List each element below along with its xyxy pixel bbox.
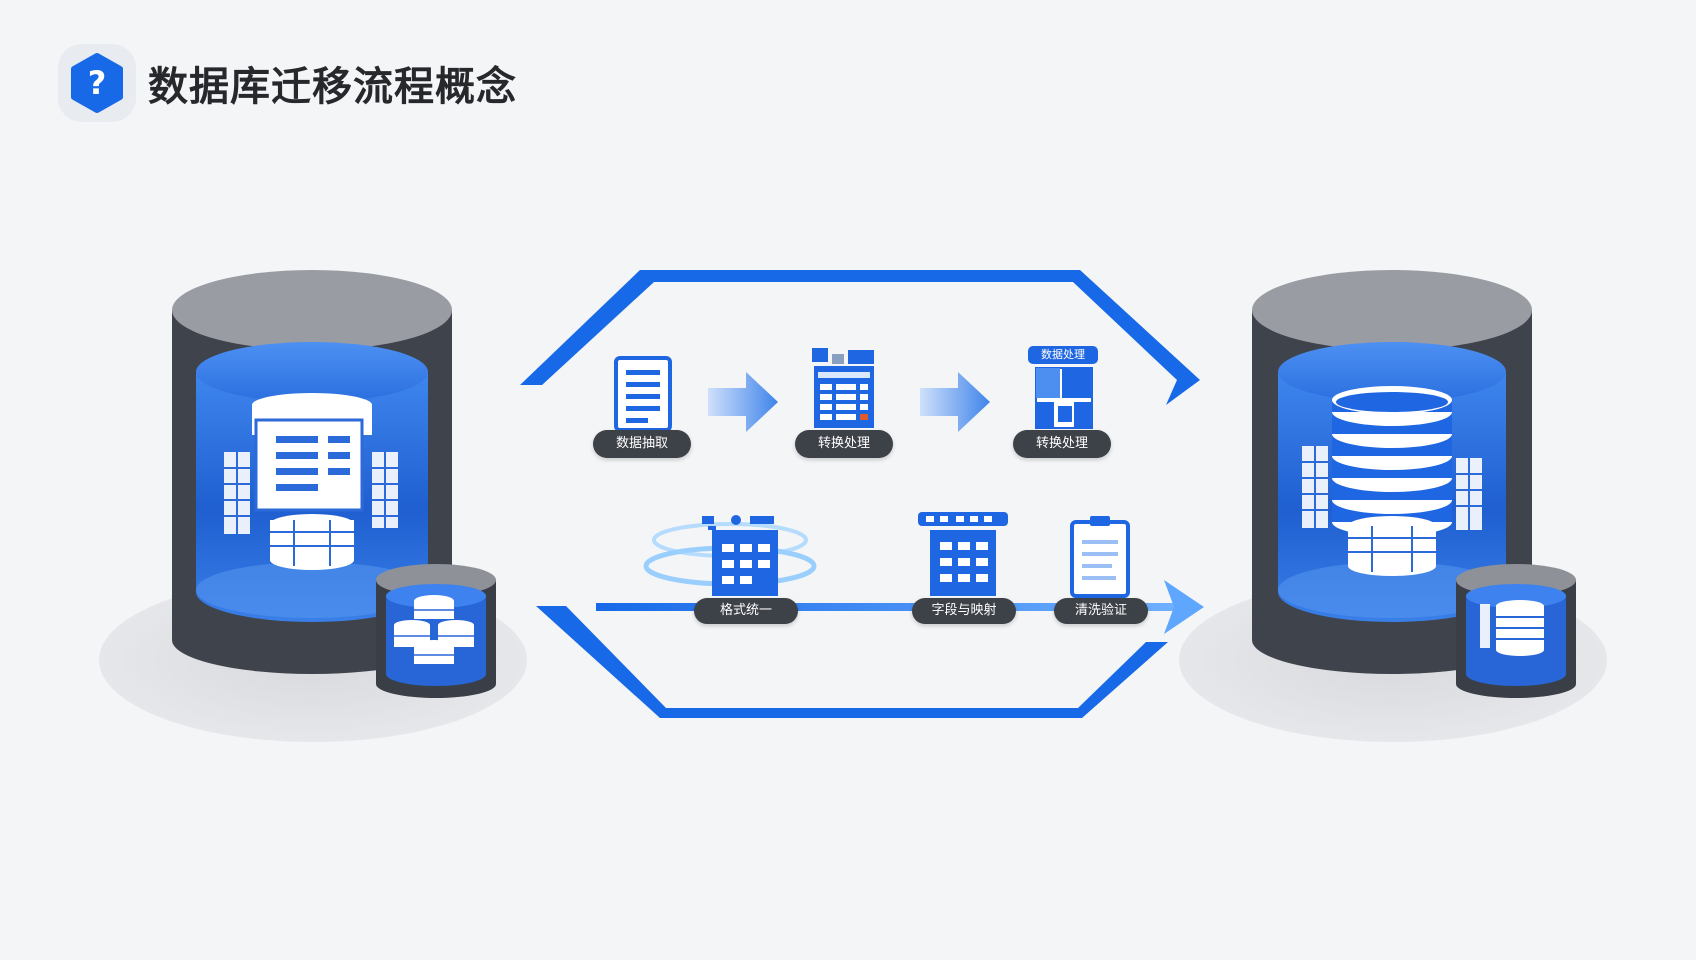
page-title: 数据库迁移流程概念 — [148, 64, 517, 110]
target-database-icon — [1179, 270, 1607, 742]
step-label-transform: 转换处理 — [795, 430, 893, 458]
step-label-format: 格式统一 — [694, 598, 798, 624]
dashboard-icon — [1028, 346, 1098, 429]
arrow-right-icon — [920, 372, 990, 432]
arrow-right-icon — [708, 372, 778, 432]
flow-frame — [520, 270, 1200, 718]
step-label-field-mapping: 字段与映射 — [912, 598, 1016, 624]
page-header: ? 数据库迁移流程概念 — [58, 44, 517, 122]
source-database-icon — [99, 270, 527, 742]
step-label-extract: 数据抽取 — [593, 430, 691, 458]
question-icon: ? — [71, 53, 123, 113]
help-button[interactable]: ? — [58, 44, 136, 122]
flow-line — [596, 580, 1204, 634]
checklist-icon — [1070, 516, 1130, 598]
rotating-table-icon — [643, 515, 817, 596]
step-label-cleanse: 清洗验证 — [1054, 598, 1148, 624]
dashboard-badge: 数据处理 — [1041, 348, 1085, 361]
svg-text:?: ? — [88, 64, 107, 102]
step-label-transform-2: 转换处理 — [1013, 430, 1111, 458]
field-mapping-icon — [918, 512, 1008, 596]
data-table-icon — [812, 348, 874, 428]
document-icon — [614, 356, 672, 432]
